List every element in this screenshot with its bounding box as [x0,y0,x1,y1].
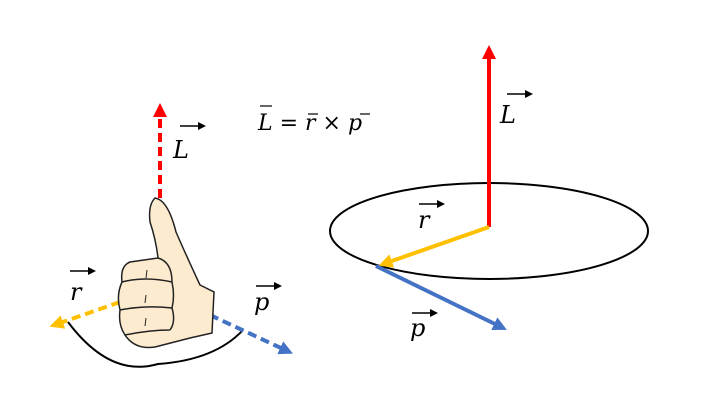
orbit-diagram: L r p [329,45,649,342]
p-vector [375,264,507,330]
equation-L-equals-r-cross-p: L = r × p [257,111,362,136]
left-p-label: p [254,288,269,316]
equation-vector-arrows-icon [260,105,370,115]
rotation-arc [67,321,244,368]
r-vector [378,225,490,268]
right-hand-rule: L r p [49,103,293,368]
p-vector-dashed [209,313,293,355]
right-L-label: L [499,101,516,129]
left-r-label: r [70,278,83,306]
r-vector-dashed [49,300,121,329]
thumbs-up-hand-icon [117,197,215,349]
right-r-label: r [418,206,431,234]
left-L-label: L [172,136,189,164]
right-p-label: p [410,314,425,342]
